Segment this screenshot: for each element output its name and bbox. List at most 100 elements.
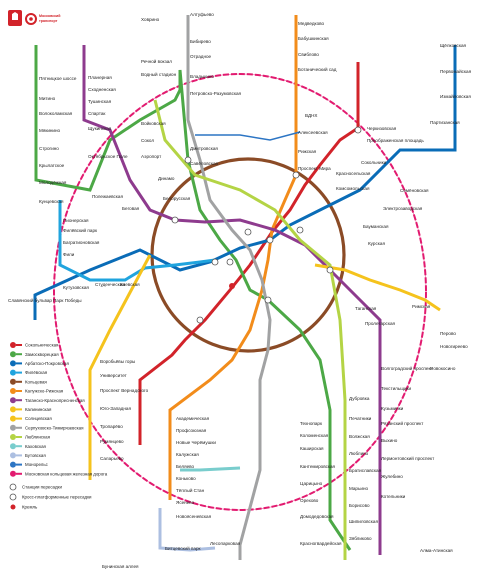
station-petrovsko-razumovskaya[interactable]: Петровско-Разумовская — [190, 91, 242, 96]
station-savyolovskaya[interactable]: Савёловская — [190, 161, 219, 166]
station-pechatniki[interactable]: Печатники — [349, 416, 372, 421]
station-bratislavskaya[interactable]: Братиславская — [349, 468, 382, 473]
station-lyublino[interactable]: Люблино — [349, 451, 369, 456]
station-kantemirovskaya[interactable]: Кантемировская — [300, 464, 336, 469]
station-kievskaya[interactable]: Киевская — [120, 282, 140, 287]
station-planernaya[interactable]: Планерная — [88, 75, 112, 80]
station-kolomenskaya[interactable]: Коломенская — [300, 433, 329, 438]
station-baumanskaya[interactable]: Бауманская — [363, 224, 389, 229]
station-khovrino[interactable]: Ховрино — [141, 17, 160, 22]
station-izmailovskaya[interactable]: Измайловская — [440, 93, 471, 99]
station-akademicheskaya[interactable]: Академическая — [176, 416, 210, 421]
station-voykovskaya[interactable]: Войковская — [141, 120, 166, 126]
station-orekhovo[interactable]: Орехово — [300, 498, 319, 503]
station-konkovo[interactable]: Коньково — [176, 476, 196, 481]
station-krasnogvardeyskaya[interactable]: Красногвардейская — [300, 540, 342, 546]
station-medvedkovo[interactable]: Медведково — [298, 21, 325, 26]
station-otradnoe[interactable]: Отрадное — [190, 54, 212, 59]
station-maryino[interactable]: Марьино — [349, 486, 368, 491]
station-bunsinskaya-alleya[interactable]: Бунинская аллея — [102, 564, 139, 569]
station-tekhnopark[interactable]: Технопарк — [300, 421, 323, 426]
station-borisovo[interactable]: Борисово — [349, 503, 370, 508]
station-shosse-entuziastov[interactable]: Римская — [412, 304, 431, 309]
station-volokolamskaya[interactable]: Волоколамская — [39, 111, 73, 116]
station-cherkizovskaya[interactable]: Черкизовская — [367, 126, 397, 131]
station-belyaevo[interactable]: Беляево — [176, 464, 195, 469]
station-volgogradsky-prospekt[interactable]: Волгоградский проспект — [381, 365, 434, 371]
station-taganskaya[interactable]: Таганская — [355, 306, 377, 311]
station-begovaya[interactable]: Беговая — [122, 206, 140, 211]
station-tushinskaya[interactable]: Тушинская — [88, 99, 112, 104]
station-preobrazhenskaya[interactable]: Преображенская площадь — [367, 138, 424, 143]
station-shipilovskaya[interactable]: Шипиловская — [349, 519, 378, 524]
station-vladykino[interactable]: Владыкино — [190, 74, 214, 79]
station-profsoyuznaya[interactable]: Профсоюзная — [176, 428, 207, 433]
station-pervomayskaya[interactable]: Первомайская — [440, 68, 472, 74]
station-park-pobedy[interactable]: Парк Победы — [53, 298, 82, 303]
station-zhulebino[interactable]: Жулебино — [381, 474, 403, 479]
station-proletarskaya[interactable]: Пролетарская — [365, 321, 396, 326]
station-altufyevo[interactable]: Алтуфьево — [190, 12, 214, 17]
station-belorusskaya[interactable]: Белорусская — [163, 196, 191, 201]
station-tsaritsyno[interactable]: Царицыно — [300, 481, 323, 486]
station-yugo-zapadnaya[interactable]: Юго-Западная — [100, 406, 131, 411]
station-spartak[interactable]: Спартак — [88, 111, 106, 116]
station-ryazansky-prospekt[interactable]: Рязанский проспект — [381, 420, 424, 426]
station-shchukinskaya[interactable]: Щукинская — [88, 126, 112, 131]
station-botanichesky-sad[interactable]: Ботанический сад — [298, 66, 337, 72]
station-novoyasenevskaya[interactable]: Новоясеневская — [176, 514, 212, 519]
station-prospekt-vernadskogo[interactable]: Проспект Вернадского — [100, 388, 149, 393]
station-komsomolskaya[interactable]: Комсомольская — [336, 186, 370, 191]
station-domodedovskaya[interactable]: Домодедовская — [300, 514, 334, 519]
station-novye-cheryomushki[interactable]: Новые Черёмушки — [176, 440, 216, 445]
station-oktyabrskoe-pole[interactable]: Октябрьское Поле — [88, 154, 128, 159]
station-skhodnenskaya[interactable]: Сходненская — [88, 87, 116, 92]
station-polezhaevskaya[interactable]: Полежаевская — [92, 194, 123, 199]
station-sokol[interactable]: Сокол — [141, 138, 154, 143]
station-perovo[interactable]: Перово — [440, 331, 456, 336]
station-dubrovka[interactable]: Дубровка — [349, 396, 370, 401]
station-kashirskaya[interactable]: Каширская — [300, 446, 324, 451]
station-vykhino[interactable]: Выхино — [381, 438, 398, 443]
station-salaryevo[interactable]: Саларьево — [100, 456, 124, 461]
station-tekstilshchiki[interactable]: Текстильщики — [381, 386, 412, 391]
station-partizanskaya[interactable]: Партизанская — [430, 120, 460, 125]
station-zyablikovo[interactable]: Зябликово — [349, 536, 372, 541]
station-kaluzhskaya[interactable]: Калужская — [176, 452, 199, 457]
station-pyatnitskoe-shosse[interactable]: Пятницкое шоссе — [39, 76, 77, 81]
station-krasnoselskaya[interactable]: Красносельская — [336, 171, 371, 176]
station-pionerskaya[interactable]: Пионерская — [63, 218, 89, 223]
station-krylatskoe[interactable]: Крылатское — [39, 163, 65, 168]
station-tyoply-stan[interactable]: Тёплый Стан — [176, 487, 205, 493]
station-bibirevo[interactable]: Бибирево — [190, 39, 211, 44]
station-lesoparkovaya[interactable]: Лесопарковая — [210, 541, 241, 546]
station-prospekt-mira[interactable]: Проспект Мира — [298, 166, 331, 171]
station-myakinino[interactable]: Мякинино — [39, 128, 61, 133]
station-kotelniki[interactable]: Котельники — [381, 494, 406, 499]
station-kurskaya[interactable]: Курская — [368, 241, 385, 246]
station-universitet[interactable]: Университет — [100, 373, 128, 378]
station-vdnkh[interactable]: ВДНХ — [305, 113, 317, 118]
station-rizhskaya[interactable]: Рижская — [298, 149, 317, 154]
station-rechnoy-vokzal[interactable]: Речной вокзал — [141, 58, 172, 64]
station-sviblovo[interactable]: Свиблово — [298, 52, 319, 57]
station-semyonovskaya[interactable]: Семёновская — [400, 188, 429, 193]
station-bittsevsky-park[interactable]: Битцевский парк — [165, 545, 202, 551]
station-strogino[interactable]: Строгино — [39, 146, 59, 151]
station-dinamo[interactable]: Динамо — [158, 176, 175, 181]
station-sokolniki[interactable]: Сокольники — [361, 160, 387, 165]
station-kutuzovskaya[interactable]: Кутузовская — [63, 285, 89, 290]
station-dmitrovskaya[interactable]: Дмитровская — [190, 146, 218, 151]
station-bagrationovskaya[interactable]: Багратионовская — [63, 240, 100, 245]
station-aeroport[interactable]: Аэропорт — [141, 154, 162, 159]
station-fili[interactable]: Фили — [63, 252, 75, 257]
station-alma-atinskaya[interactable]: Алма-Атинская — [420, 548, 453, 553]
station-vorobyovy-gory[interactable]: Воробьёвы горы — [100, 359, 135, 364]
station-rumyantsevo[interactable]: Румянцево — [100, 439, 124, 444]
station-alekseevskaya[interactable]: Алексеевская — [298, 130, 328, 135]
station-lermontovsky-prospekt[interactable]: Лермонтовский проспект — [381, 455, 435, 461]
station-mitino[interactable]: Митино — [39, 96, 56, 101]
station-molodyozhnaya[interactable]: Молодёжная — [39, 180, 67, 185]
station-kuntsevskaya[interactable]: Кунцевская — [39, 199, 64, 204]
station-volzhskaya[interactable]: Волжская — [349, 434, 370, 439]
